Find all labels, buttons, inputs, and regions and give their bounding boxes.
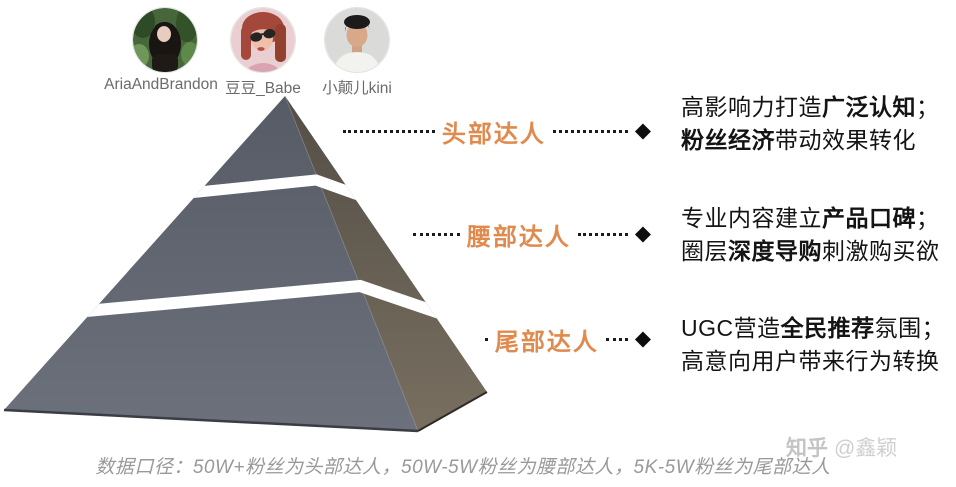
avatar: [230, 7, 296, 73]
tier-label-top: 头部达人: [441, 120, 546, 148]
avatar: [324, 7, 390, 73]
dotted-leader: [343, 129, 435, 133]
dotted-leader: [552, 129, 628, 133]
tier-label-middle: 腰部达人: [466, 223, 571, 251]
tier-row-top: 头部达人 ◆: [343, 116, 651, 148]
influencer-name: 小颠儿kini: [322, 80, 392, 97]
pyramid-graphic: [3, 95, 488, 433]
tier-row-bottom: 尾部达人 ◆: [485, 324, 651, 356]
zhihu-logo-text: 知乎: [786, 437, 828, 460]
dotted-leader: [413, 232, 460, 236]
tier-description-bottom: UGC营造全民推荐氛围；高意向用户带来行为转换: [681, 315, 946, 374]
pyramid-side-face: [285, 96, 487, 431]
girl-sunglasses-avatar: [231, 8, 295, 72]
influencer-name: 豆豆_Babe: [225, 80, 301, 97]
dotted-leader: [485, 337, 488, 341]
tier-label-bottom: 尾部达人: [494, 328, 599, 356]
avatar: [132, 7, 198, 73]
girl-forest-avatar: [133, 8, 197, 72]
diamond-marker-icon: ◆: [634, 326, 651, 350]
tier-description-top: 高影响力打造广泛认知；粉丝经济带动效果转化: [681, 94, 940, 153]
watermark: 知乎 @鑫颖: [786, 432, 897, 462]
tier-description-middle: 专业内容建立产品口碑；圈层深度导购刺激购买欲: [681, 205, 940, 264]
diamond-marker-icon: ◆: [634, 221, 651, 245]
tier-row-middle: 腰部达人 ◆: [413, 219, 651, 251]
data-caliber-footnote: 数据口径：50W+粉丝为头部达人，50W-5W粉丝为腰部达人，5K-5W粉丝为尾…: [95, 457, 831, 478]
young-man-avatar: [325, 8, 389, 72]
influencer-name: AriaAndBrandon: [104, 76, 218, 93]
diamond-marker-icon: ◆: [634, 118, 651, 142]
watermark-handle: @鑫颖: [834, 437, 898, 460]
dotted-leader: [605, 337, 628, 341]
dotted-leader: [577, 232, 628, 236]
